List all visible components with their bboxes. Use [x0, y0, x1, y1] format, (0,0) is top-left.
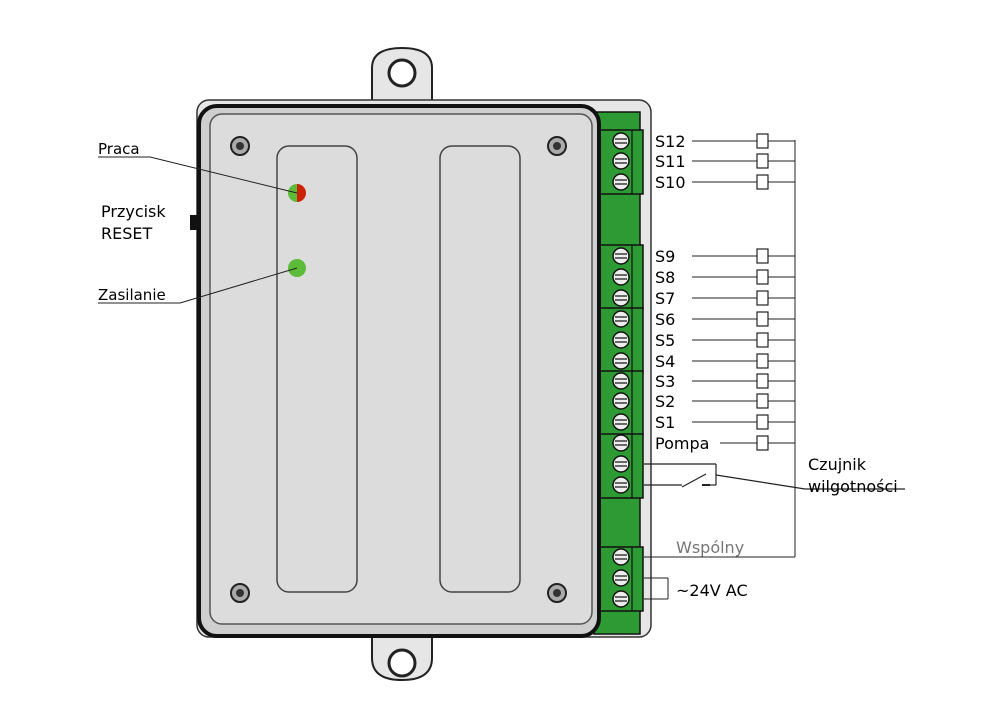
valve-s10: [756, 174, 769, 190]
valve-s2: [756, 393, 769, 409]
output-label-s4: S4: [655, 352, 675, 371]
power-wiring: [644, 577, 669, 600]
output-line-s10: [692, 174, 795, 190]
cover-window-left: [276, 145, 358, 593]
hole-top-left: [230, 136, 250, 156]
terminal-screw: [612, 173, 630, 191]
led-praca: [288, 184, 306, 202]
output-label-s3: S3: [655, 372, 675, 391]
terminal-screw: [612, 310, 630, 328]
terminal-screw: [612, 548, 630, 566]
terminal-screw: [612, 132, 630, 150]
top-mounting-tab: [371, 46, 433, 103]
output-label-s1: S1: [655, 413, 675, 432]
output-line-s2: [692, 393, 795, 409]
output-label-s5: S5: [655, 331, 675, 350]
terminal-screw: [612, 331, 630, 349]
valve-s7: [756, 290, 769, 306]
valve-s5: [756, 332, 769, 348]
output-line-s7: [692, 290, 795, 306]
output-line-s5: [692, 332, 795, 348]
output-line-s8: [692, 269, 795, 285]
valve-s6: [756, 311, 769, 327]
output-label-s8: S8: [655, 268, 675, 287]
output-wiring: [692, 133, 795, 451]
label-praca: Praca: [98, 140, 140, 158]
bottom-mounting-tab: [371, 635, 433, 682]
output-line-s4: [692, 353, 795, 369]
cover-inner: [209, 113, 593, 625]
valve-s1: [756, 414, 769, 430]
cover-screw-holes: [230, 136, 567, 603]
valve-s12: [756, 133, 769, 149]
valve-s11: [756, 153, 769, 169]
terminal-screw: [612, 434, 630, 452]
label-24v-ac: ~24V AC: [676, 581, 748, 600]
valve-s8: [756, 269, 769, 285]
output-line-s11: [692, 153, 795, 169]
output-label-s12: S12: [655, 132, 686, 151]
terminal-screw: [612, 392, 630, 410]
valve-pompa: [756, 435, 769, 451]
hole-top-right: [547, 136, 567, 156]
terminal-screw: [612, 590, 630, 608]
output-label-s7: S7: [655, 289, 675, 308]
output-line-pompa: [720, 435, 795, 451]
terminal-screw: [612, 268, 630, 286]
valve-s4: [756, 353, 769, 369]
terminal-screws: [612, 132, 630, 608]
cover-window-right: [439, 145, 521, 593]
terminal-screw: [612, 352, 630, 370]
output-line-s6: [692, 311, 795, 327]
output-label-s11: S11: [655, 152, 686, 171]
output-label-s6: S6: [655, 310, 675, 329]
output-line-s3: [692, 373, 795, 389]
humidity-sensor-switch: [644, 463, 905, 490]
terminal-screw: [612, 372, 630, 390]
terminal-screw: [612, 476, 630, 494]
label-wilgotnosci: wilgotności: [808, 477, 898, 496]
output-line-s9: [692, 248, 795, 264]
output-label-s2: S2: [655, 392, 675, 411]
label-zasilanie: Zasilanie: [98, 286, 166, 304]
terminal-screw: [612, 413, 630, 431]
label-wspolny: Wspólny: [676, 538, 744, 557]
output-label-s9: S9: [655, 247, 675, 266]
valve-s9: [756, 248, 769, 264]
label-czujnik: Czujnik: [808, 455, 867, 474]
label-reset: RESET: [101, 224, 152, 243]
output-label-s10: S10: [655, 173, 686, 192]
hole-bottom-left: [230, 583, 250, 603]
hole-bottom-right: [547, 583, 567, 603]
label-przycisk: Przycisk: [101, 202, 166, 221]
terminal-screw: [612, 247, 630, 265]
valve-s3: [756, 373, 769, 389]
reset-button[interactable]: [190, 215, 198, 230]
terminal-screw: [612, 455, 630, 473]
output-line-s1: [692, 414, 795, 430]
output-line-s12: [692, 133, 795, 149]
terminal-screw: [612, 289, 630, 307]
terminal-screw: [612, 152, 630, 170]
terminal-screw: [612, 569, 630, 587]
output-label-pompa: Pompa: [655, 434, 709, 453]
